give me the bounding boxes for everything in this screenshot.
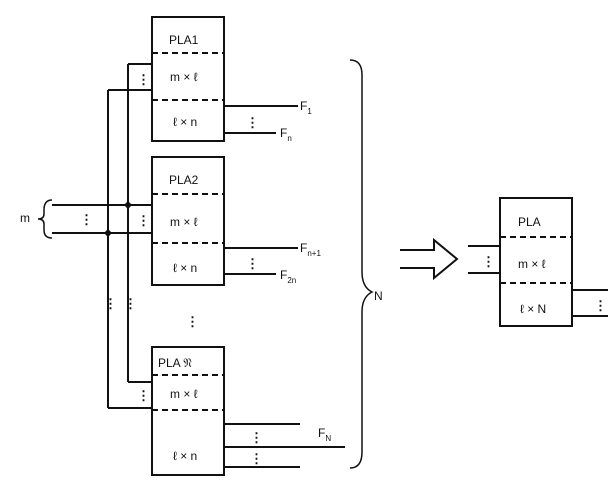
plaN-or-plane: ℓ × n xyxy=(173,449,197,463)
pla1-output-ellipsis: ⋮ xyxy=(246,115,259,130)
output-f2n: F2n xyxy=(280,268,296,285)
pla-combined-output-ellipsis: ⋮ xyxy=(594,298,607,313)
pla1-and-plane: m × ℓ xyxy=(170,70,198,84)
pla-combined-and-plane: m × ℓ xyxy=(518,257,546,271)
bus-ellipsis-left: ⋮ xyxy=(104,296,117,311)
output-fn: Fn xyxy=(280,126,292,143)
plaN-output-ellipsis-2: ⋮ xyxy=(250,451,263,466)
input-brace xyxy=(37,199,53,239)
input-m-label: m xyxy=(20,211,30,225)
plaN-output-ellipsis-1: ⋮ xyxy=(250,430,263,445)
output-fn1: Fn+1 xyxy=(300,241,321,258)
equivalence-arrow-icon xyxy=(400,237,459,281)
pla2-and-plane: m × ℓ xyxy=(170,215,198,229)
pla2-input-ellipsis: ⋮ xyxy=(137,213,150,228)
output-fN: FN xyxy=(318,426,331,443)
plaN-input-ellipsis: ⋮ xyxy=(137,388,150,403)
pla2-output-ellipsis: ⋮ xyxy=(246,256,259,271)
pla1-title: PLA1 xyxy=(169,33,199,47)
output-f1: F1 xyxy=(300,99,312,116)
plaN-title: PLA 𝔑 xyxy=(158,356,192,370)
pla1-or-plane: ℓ × n xyxy=(173,115,197,129)
blocks-ellipsis: ⋮ xyxy=(186,314,199,329)
pla1-input-ellipsis: ⋮ xyxy=(137,72,150,87)
pla-combined-input-ellipsis: ⋮ xyxy=(482,254,495,269)
input-ellipsis: ⋮ xyxy=(80,212,93,227)
bus-ellipsis-right: ⋮ xyxy=(124,296,137,311)
pla1-block: PLA1 m × ℓ ℓ × n ⋮ ⋮ F1 Fn xyxy=(108,16,312,143)
brace-label-N: N xyxy=(374,289,383,303)
pla-combined-title: PLA xyxy=(518,215,541,229)
outputs-brace: N xyxy=(349,59,383,469)
pla-combined-or-plane: ℓ × N xyxy=(520,302,546,316)
pla2-block: PLA2 m × ℓ ℓ × n ⋮ ⋮ Fn+1 F2n xyxy=(137,156,321,286)
plaN-block: PLA 𝔑 m × ℓ ℓ × n ⋮ ⋮ ⋮ FN xyxy=(108,346,345,476)
input-m: m ⋮ xyxy=(20,199,152,239)
pla2-title: PLA2 xyxy=(169,173,199,187)
plaN-and-plane: m × ℓ xyxy=(170,387,198,401)
pla2-or-plane: ℓ × n xyxy=(173,261,197,275)
input-bus xyxy=(105,64,131,408)
pla-combined-block: PLA m × ℓ ℓ × N ⋮ ⋮ xyxy=(468,197,608,327)
